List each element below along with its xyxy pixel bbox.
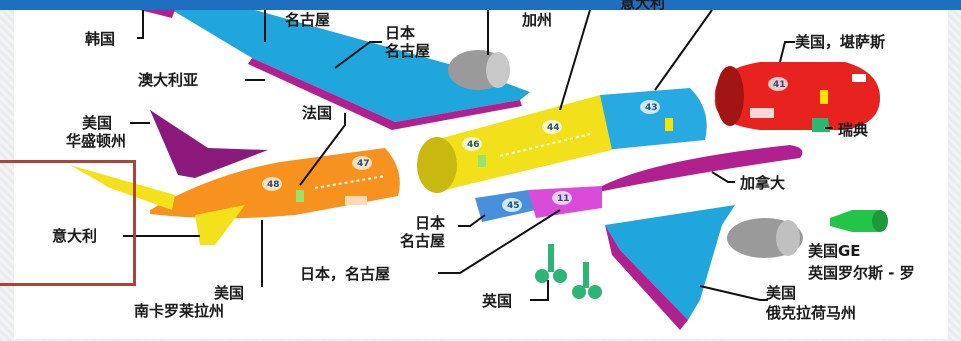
labels: 韩国 名古屋 日本 名古屋 加州 意大利 美国，堪萨斯 澳大利亚 美国 华盛顿州… bbox=[52, 0, 915, 322]
fuselage-section-44-46 bbox=[417, 95, 612, 193]
label-uk-rr: 英国罗尔斯 - 罗 bbox=[808, 264, 915, 282]
label-sweden: 瑞典 bbox=[838, 121, 868, 139]
horizontal-stabilizer bbox=[70, 165, 245, 245]
label-japan-2: 日本 bbox=[415, 214, 445, 232]
label-uk: 英国 bbox=[482, 292, 512, 310]
section-46: 46 bbox=[467, 140, 480, 150]
leader-lines bbox=[123, 9, 833, 301]
label-italy: 意大利 bbox=[52, 227, 97, 245]
label-canada: 加拿大 bbox=[739, 174, 785, 192]
center-wing-box bbox=[475, 186, 602, 222]
label-japan-1: 日本 bbox=[385, 24, 415, 42]
highlight-box-italy bbox=[0, 160, 136, 286]
label-japan-nagoya-3: 日本，名古屋 bbox=[300, 265, 390, 283]
section-11: 11 bbox=[557, 194, 570, 204]
main-wing-right bbox=[605, 205, 735, 330]
label-california: 加州 bbox=[521, 11, 552, 29]
label-us-kansas: 美国，堪萨斯 bbox=[795, 33, 885, 51]
label-us-washington-1: 美国 bbox=[82, 114, 112, 132]
label-nagoya-2: 名古屋 bbox=[400, 232, 445, 250]
label-us-sc-1: 美国 bbox=[214, 284, 244, 302]
section-numbers: 41 43 44 46 47 48 45 11 bbox=[267, 80, 786, 211]
label-nagoya-1: 名古屋 bbox=[385, 42, 430, 60]
main-wing-left bbox=[140, 10, 530, 130]
section-41: 41 bbox=[773, 80, 786, 90]
label-us-ok-2: 俄克拉荷马州 bbox=[765, 304, 856, 322]
landing-gear bbox=[535, 244, 602, 299]
section-47: 47 bbox=[357, 159, 370, 169]
part-sweden bbox=[812, 118, 830, 132]
vertical-tail bbox=[150, 110, 268, 178]
label-italy-top: 意大利 bbox=[620, 0, 665, 12]
engine-green bbox=[830, 210, 888, 232]
section-48: 48 bbox=[267, 180, 280, 190]
slide-top-bar bbox=[0, 0, 961, 10]
fuselage-section-47-48 bbox=[150, 148, 400, 219]
nose-section-41 bbox=[714, 62, 880, 130]
engine-bottom bbox=[727, 218, 803, 258]
fuselage-section-43 bbox=[600, 88, 707, 150]
engine-top bbox=[448, 50, 510, 90]
label-france: 法国 bbox=[302, 104, 332, 122]
label-korea: 韩国 bbox=[85, 30, 115, 48]
wing-edge-canada bbox=[598, 145, 803, 192]
label-us-washington-2: 华盛顿州 bbox=[66, 132, 126, 150]
label-nagoya-top: 名古屋 bbox=[285, 11, 330, 29]
section-43: 43 bbox=[645, 103, 658, 113]
label-us-sc-2: 南卡罗莱拉州 bbox=[134, 302, 224, 320]
label-australia: 澳大利亚 bbox=[138, 71, 198, 89]
section-45: 45 bbox=[507, 201, 520, 211]
label-us-ge: 美国GE bbox=[808, 242, 861, 260]
section-44: 44 bbox=[547, 123, 560, 133]
label-us-ok-1: 美国 bbox=[766, 284, 796, 302]
